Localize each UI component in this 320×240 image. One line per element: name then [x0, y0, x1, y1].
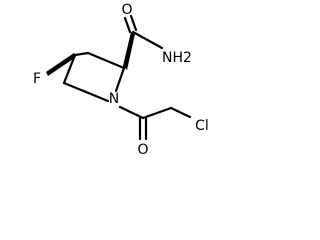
chlorine-label: Cl — [195, 118, 209, 134]
ring-nitrogen-label: N — [109, 91, 119, 107]
oxygen-label-acyl: O — [137, 142, 148, 158]
bond-amide-co-a — [123, 16, 132, 34]
wedge-bond-c4-fluorine — [46, 53, 76, 76]
bond-amide-co-b — [129, 14, 138, 32]
bond-amide-cn — [131, 30, 164, 50]
oxygen-label-amide: O — [121, 2, 132, 18]
bond-n1-acyl-carbon — [118, 105, 145, 120]
fluorine-label: F — [33, 71, 41, 87]
bond-c5-c4 — [62, 53, 77, 85]
bond-n1-c5 — [62, 81, 110, 103]
bond-acyl-ch2 — [141, 106, 173, 120]
bond-ch2-cl — [169, 106, 192, 119]
wedge-bond-c2-carboxamide — [123, 32, 135, 70]
molecule-structure: O NH2 F N O Cl — [33, 2, 209, 158]
bond-c2-n1 — [114, 66, 126, 93]
bond-c4-c3 — [73, 51, 90, 57]
amide-nitrogen-label: NH2 — [162, 50, 192, 66]
bond-c3-c2 — [86, 51, 126, 70]
